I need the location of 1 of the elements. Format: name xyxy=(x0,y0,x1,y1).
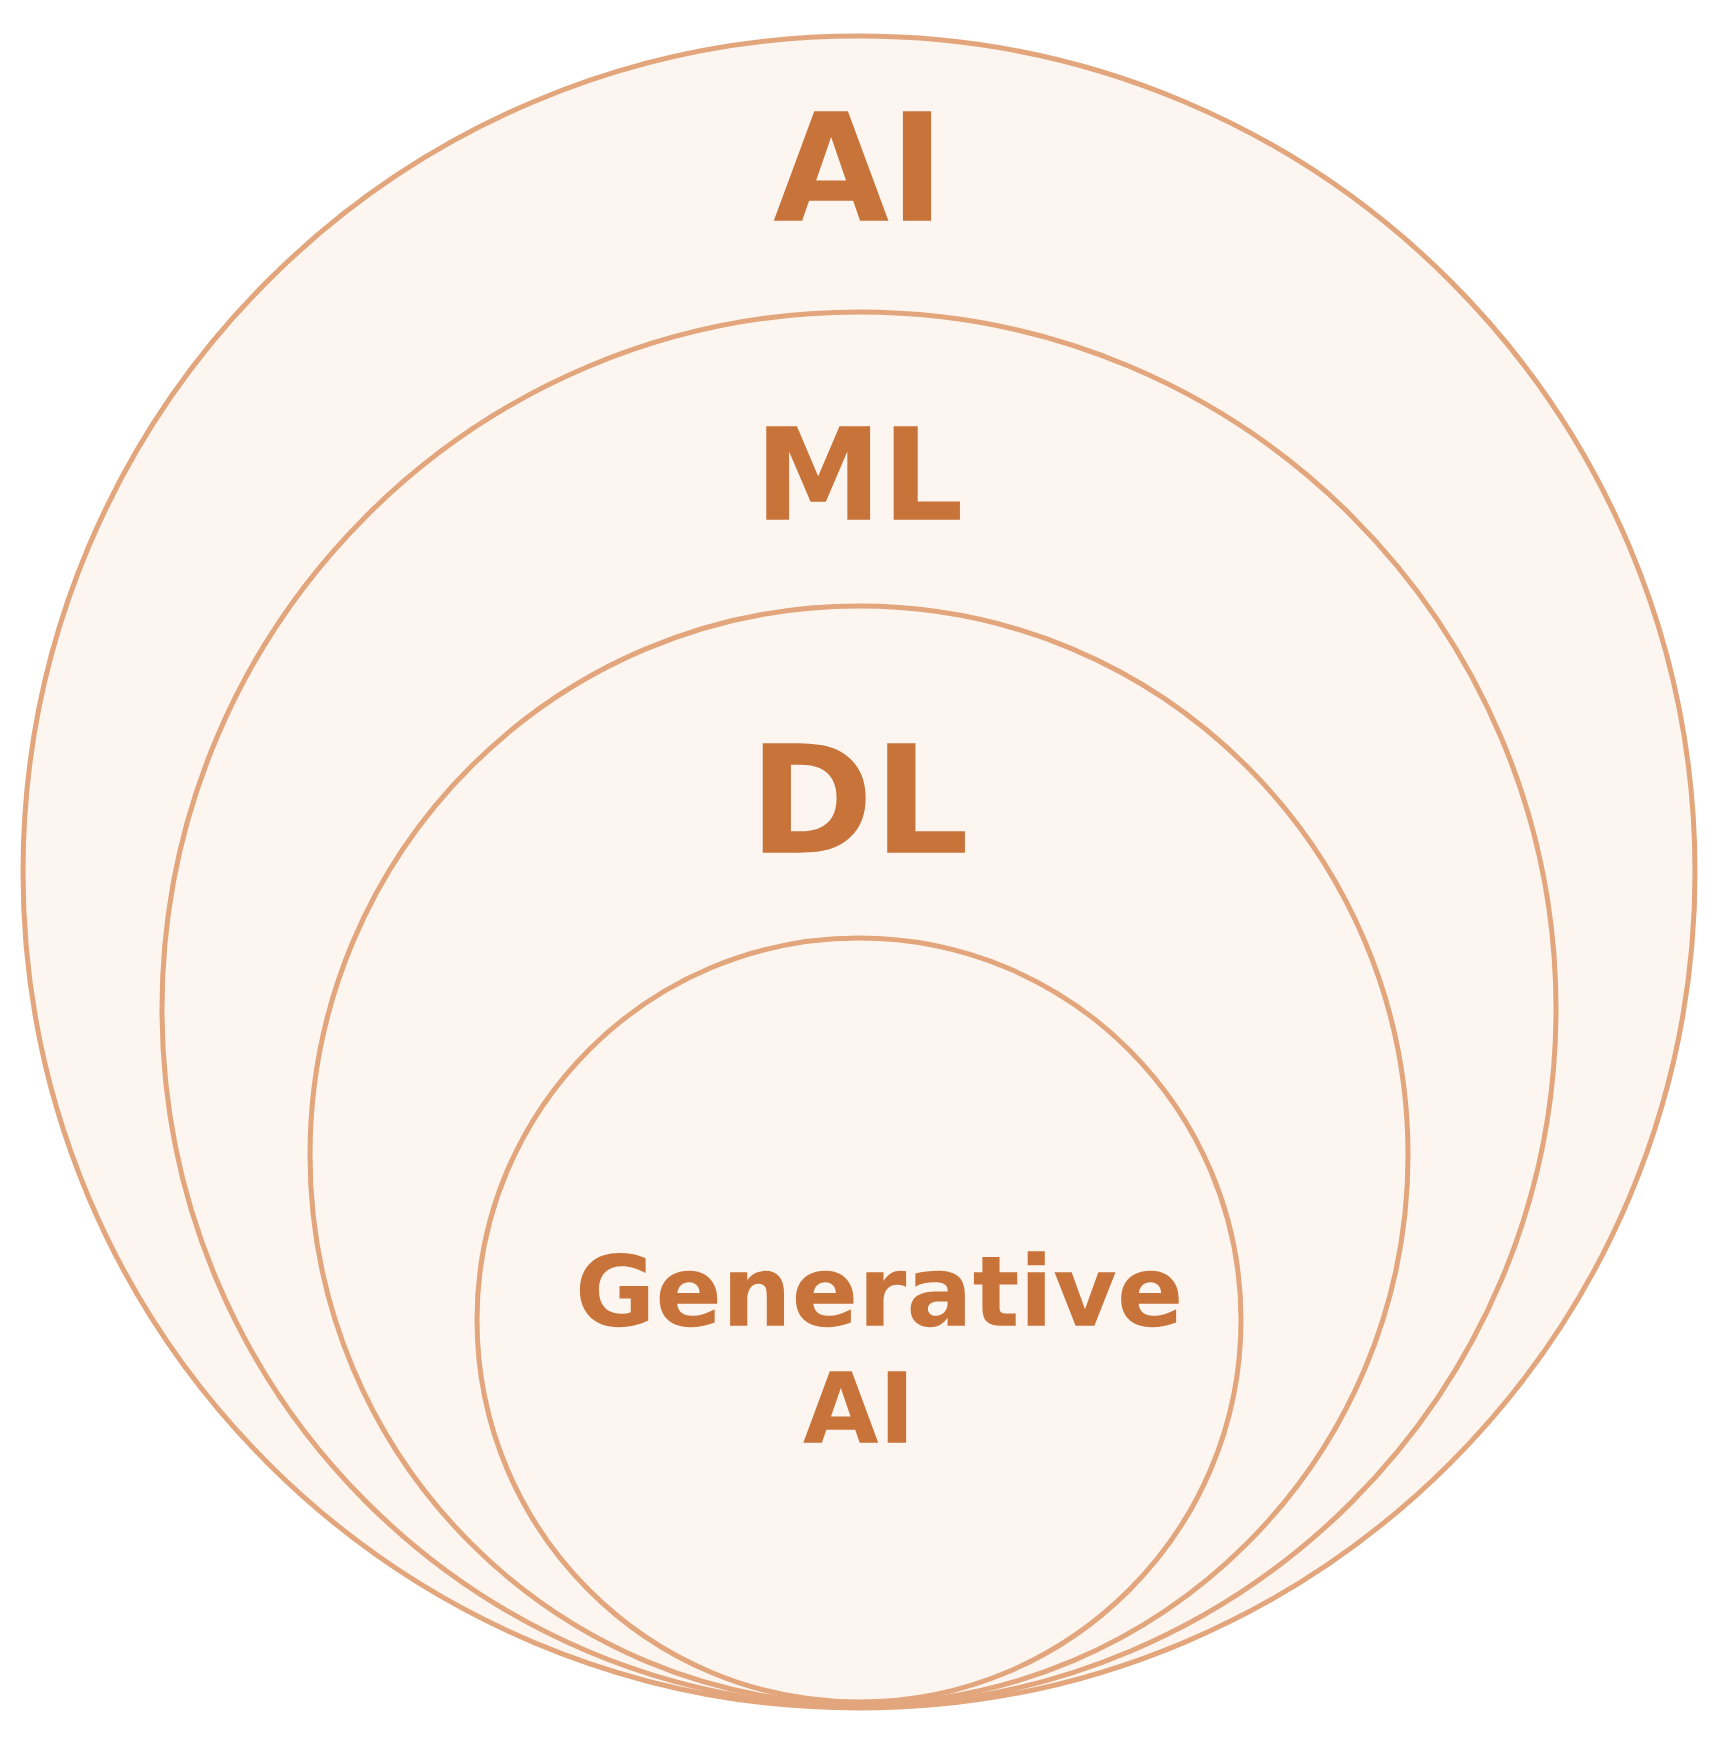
circle-region: Generative AI xyxy=(474,935,1244,1705)
